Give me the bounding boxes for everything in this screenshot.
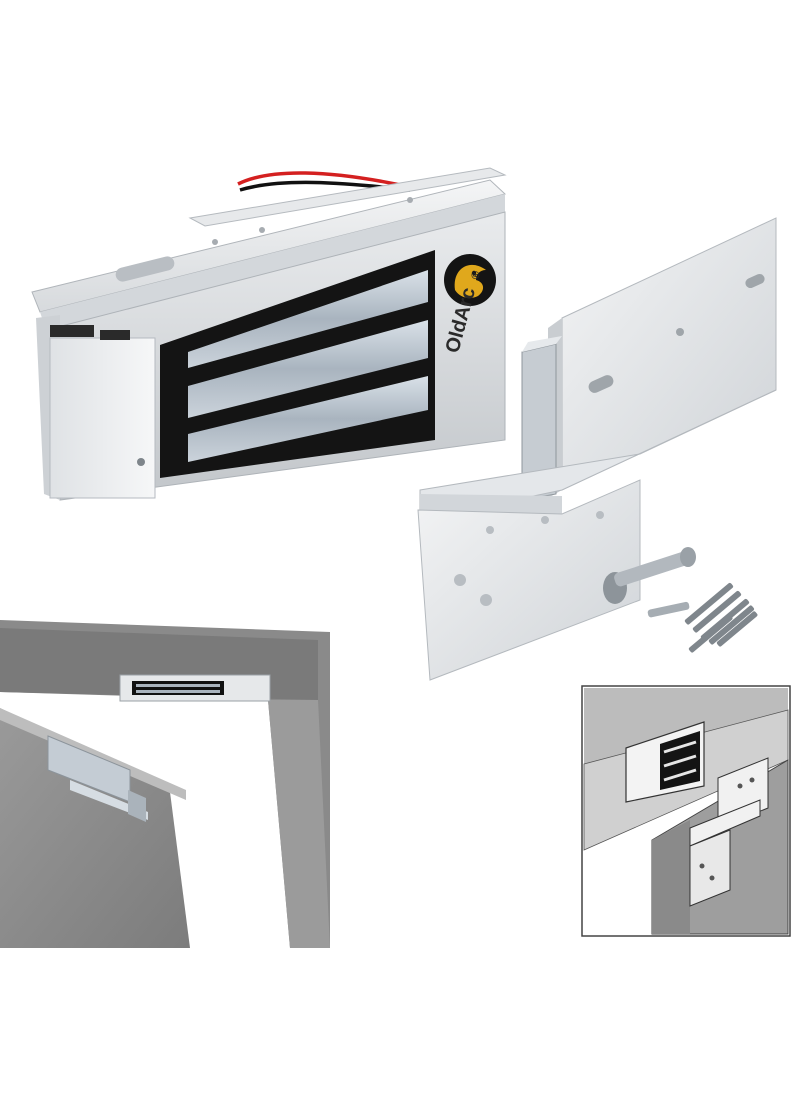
brand-registered-mark: ®: [469, 270, 483, 281]
magnetic-lock: [31, 167, 507, 501]
mounting-screws: [603, 547, 758, 653]
installation-diagram: [581, 685, 791, 937]
mounting-bracket: [417, 217, 777, 681]
installed-door-illustration: [0, 620, 330, 948]
brand-logo: [444, 254, 496, 306]
